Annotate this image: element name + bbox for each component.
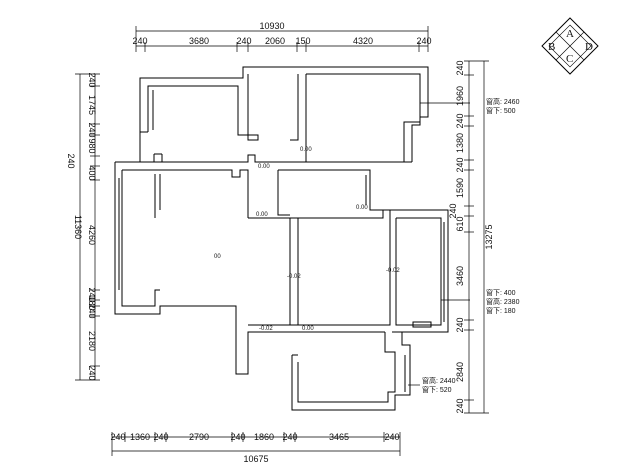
left-seg-10: 240 bbox=[87, 303, 97, 318]
compass-c: C bbox=[566, 53, 573, 65]
window-note-2-line-2: 窗高: 2380 bbox=[486, 297, 520, 306]
right-seg-4: 1380 bbox=[455, 133, 465, 153]
top-seg-1: 240 bbox=[132, 36, 147, 46]
compass-cross-2 bbox=[555, 31, 585, 61]
wall-bath-outer bbox=[291, 332, 411, 411]
right-seg-3: 240 bbox=[455, 113, 465, 128]
bot-seg-2: 1360 bbox=[130, 432, 150, 442]
right-seg-6: 1590 bbox=[455, 178, 465, 198]
top-seg-5: 150 bbox=[295, 36, 310, 46]
bottom-dimension-chain bbox=[111, 432, 401, 456]
top-total-label: 10930 bbox=[259, 21, 284, 31]
wall-bedroom-1-inner bbox=[147, 85, 259, 141]
left-seg-3: 240 bbox=[87, 122, 97, 137]
wall-middle-band-top bbox=[115, 154, 412, 163]
bot-seg-8: 3465 bbox=[329, 432, 349, 442]
top-seg-3: 240 bbox=[236, 36, 251, 46]
left-seg-11: 2180 bbox=[87, 331, 97, 351]
compass-a: A bbox=[566, 28, 574, 40]
level-label-7: -0.02 bbox=[259, 326, 273, 332]
right-seg-5: 240 bbox=[455, 157, 465, 172]
window-sill bbox=[412, 321, 432, 328]
wall-bedroom-2 bbox=[247, 74, 258, 141]
left-seg-12: 240 bbox=[87, 365, 97, 380]
right-seg-1: 240 bbox=[455, 60, 465, 75]
bot-seg-3: 240 bbox=[153, 432, 168, 442]
left-total-label: 11360 bbox=[73, 215, 83, 239]
bot-seg-9: 240 bbox=[384, 432, 399, 442]
wall-bedroom-right-inner bbox=[395, 217, 442, 326]
bot-seg-1: 240 bbox=[110, 432, 125, 442]
top-seg-4: 2060 bbox=[265, 36, 285, 46]
level-label-5: -0.02 bbox=[287, 274, 301, 280]
window-note-2-line-1: 窗下: 400 bbox=[486, 288, 516, 297]
wall-bedroom-right-outer bbox=[390, 209, 449, 333]
right-total-label: 13275 bbox=[484, 224, 494, 249]
left-seg-1: 240 bbox=[87, 72, 97, 87]
right-seg-9: 3460 bbox=[455, 266, 465, 286]
left-seg-4: 980 bbox=[87, 138, 97, 153]
right-seg-10: 240 bbox=[455, 317, 465, 332]
left-seg-2: 1745 bbox=[87, 95, 97, 115]
compass-diamond-outer bbox=[541, 17, 599, 75]
wall-bedroom-3-inner bbox=[306, 73, 421, 117]
top-seg-6: 4320 bbox=[353, 36, 373, 46]
wall-living-outer bbox=[114, 162, 385, 375]
level-label-2: 0.00 bbox=[258, 164, 270, 170]
right-seg-12: 240 bbox=[455, 398, 465, 413]
bot-seg-5: 240 bbox=[230, 432, 245, 442]
level-label-4: 0.00 bbox=[356, 205, 368, 211]
level-label-1: 0.00 bbox=[300, 147, 312, 153]
wall-middle-band-inner bbox=[122, 169, 249, 218]
bottom-total-label: 10675 bbox=[243, 454, 268, 464]
window-note-1-line-1: 窗高: 2460 bbox=[486, 97, 520, 106]
right-seg-2: 1960 bbox=[455, 86, 465, 106]
wall-hall bbox=[278, 169, 383, 211]
wall-bedroom-3 bbox=[305, 74, 420, 163]
top-dimension-chain bbox=[135, 26, 429, 52]
wall-dining bbox=[290, 209, 391, 326]
right-seg-8: 610 bbox=[455, 216, 465, 231]
wall-living-right bbox=[248, 217, 291, 326]
compass-mark: A B C D bbox=[541, 17, 599, 75]
center-mark: 00 bbox=[214, 254, 221, 260]
right-seg-11: 2840 bbox=[455, 362, 465, 382]
top-seg-2: 3680 bbox=[189, 36, 209, 46]
wall-hall-2 bbox=[277, 170, 290, 216]
left-seg-9: 180 bbox=[87, 295, 97, 310]
right-seg-7: 240 bbox=[448, 203, 458, 218]
level-label-8: 0.00 bbox=[302, 326, 314, 332]
window-note-3-line-1: 窗高: 2440 bbox=[422, 376, 456, 385]
left-seg-6: 400 bbox=[87, 165, 97, 180]
window-note-1-line-2: 窗下: 500 bbox=[486, 106, 516, 115]
top-seg-7: 240 bbox=[416, 36, 431, 46]
left-dimension-chain bbox=[75, 73, 100, 381]
bot-seg-4: 2790 bbox=[189, 432, 209, 442]
left-seg-5: 240 bbox=[66, 153, 76, 168]
window-note-2-line-3: 窗下: 180 bbox=[486, 306, 516, 315]
compass-d: D bbox=[585, 41, 593, 53]
bot-seg-6: 1860 bbox=[254, 432, 274, 442]
note-leaders bbox=[408, 102, 470, 386]
level-label-6: -0.02 bbox=[386, 268, 400, 274]
wall-bedroom-2-inner bbox=[290, 74, 299, 141]
level-label-3: 0.00 bbox=[256, 212, 268, 218]
wall-bedroom-1-outer bbox=[139, 66, 429, 162]
right-dimension-chain bbox=[464, 60, 489, 414]
bot-seg-7: 240 bbox=[282, 432, 297, 442]
walls bbox=[114, 66, 449, 411]
wall-bath-inner bbox=[297, 332, 396, 403]
compass-b: B bbox=[548, 41, 555, 53]
wall-living-inner bbox=[121, 170, 160, 307]
left-seg-7: 4260 bbox=[87, 225, 97, 245]
left-seg-8: 240 bbox=[87, 287, 97, 302]
window-note-3-line-2: 窗下: 520 bbox=[422, 385, 452, 394]
compass-diamond-inner bbox=[548, 24, 592, 68]
